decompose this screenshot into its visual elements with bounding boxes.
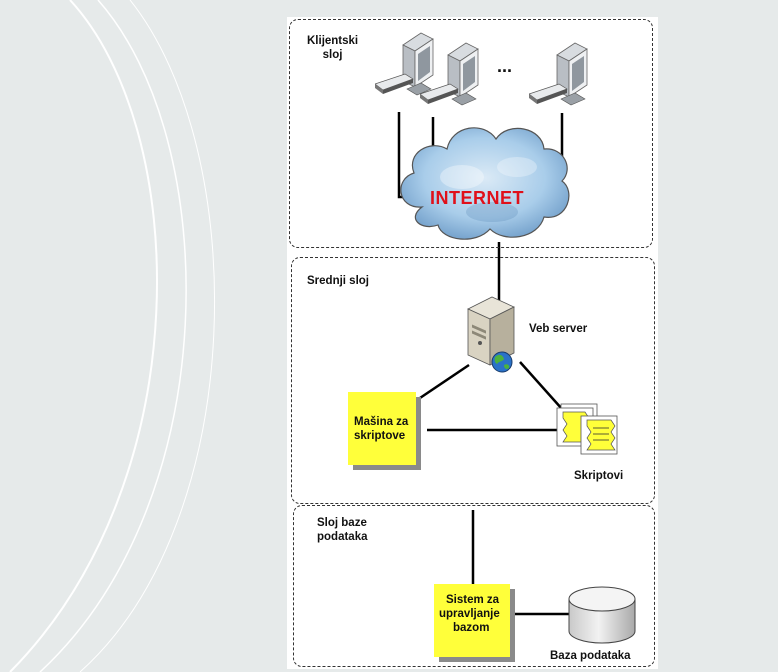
scripts-icon [556,403,618,455]
script-engine-line-1: Mašina za [354,416,409,428]
dbms-line-3: bazom [453,622,490,634]
dbms-line-1: Sistem za [446,594,500,606]
workstation-3-icon [529,42,588,106]
script-engine-note: Mašina za skriptove [348,392,416,465]
workstation-1-icon [375,32,434,96]
middle-layer [291,257,655,504]
database-layer [293,505,655,667]
dbms-note: Sistem za upravljanje bazom [434,584,510,657]
internet-label: INTERNET [430,188,524,208]
client-layer-label: Klijentski sloj [307,35,359,61]
dbms-line-2: upravljanje [439,608,500,620]
middle-layer-label: Srednji sloj [307,275,369,287]
web-server-icon [467,296,515,373]
database-label: Baza podataka [550,650,631,662]
architecture-diagram: Klijentski sloj [287,17,658,669]
client-layer [289,19,653,248]
scripts-label: Skriptovi [574,470,624,482]
internet-cloud-icon: INTERNET [400,127,570,240]
database-icon [568,586,636,644]
database-layer-label: Sloj baze podataka [317,517,368,543]
script-engine-line-2: skriptove [354,430,406,442]
workstation-2-icon [420,42,479,106]
workstations-ellipsis: ... [497,56,513,76]
web-server-label: Veb server [529,323,588,335]
